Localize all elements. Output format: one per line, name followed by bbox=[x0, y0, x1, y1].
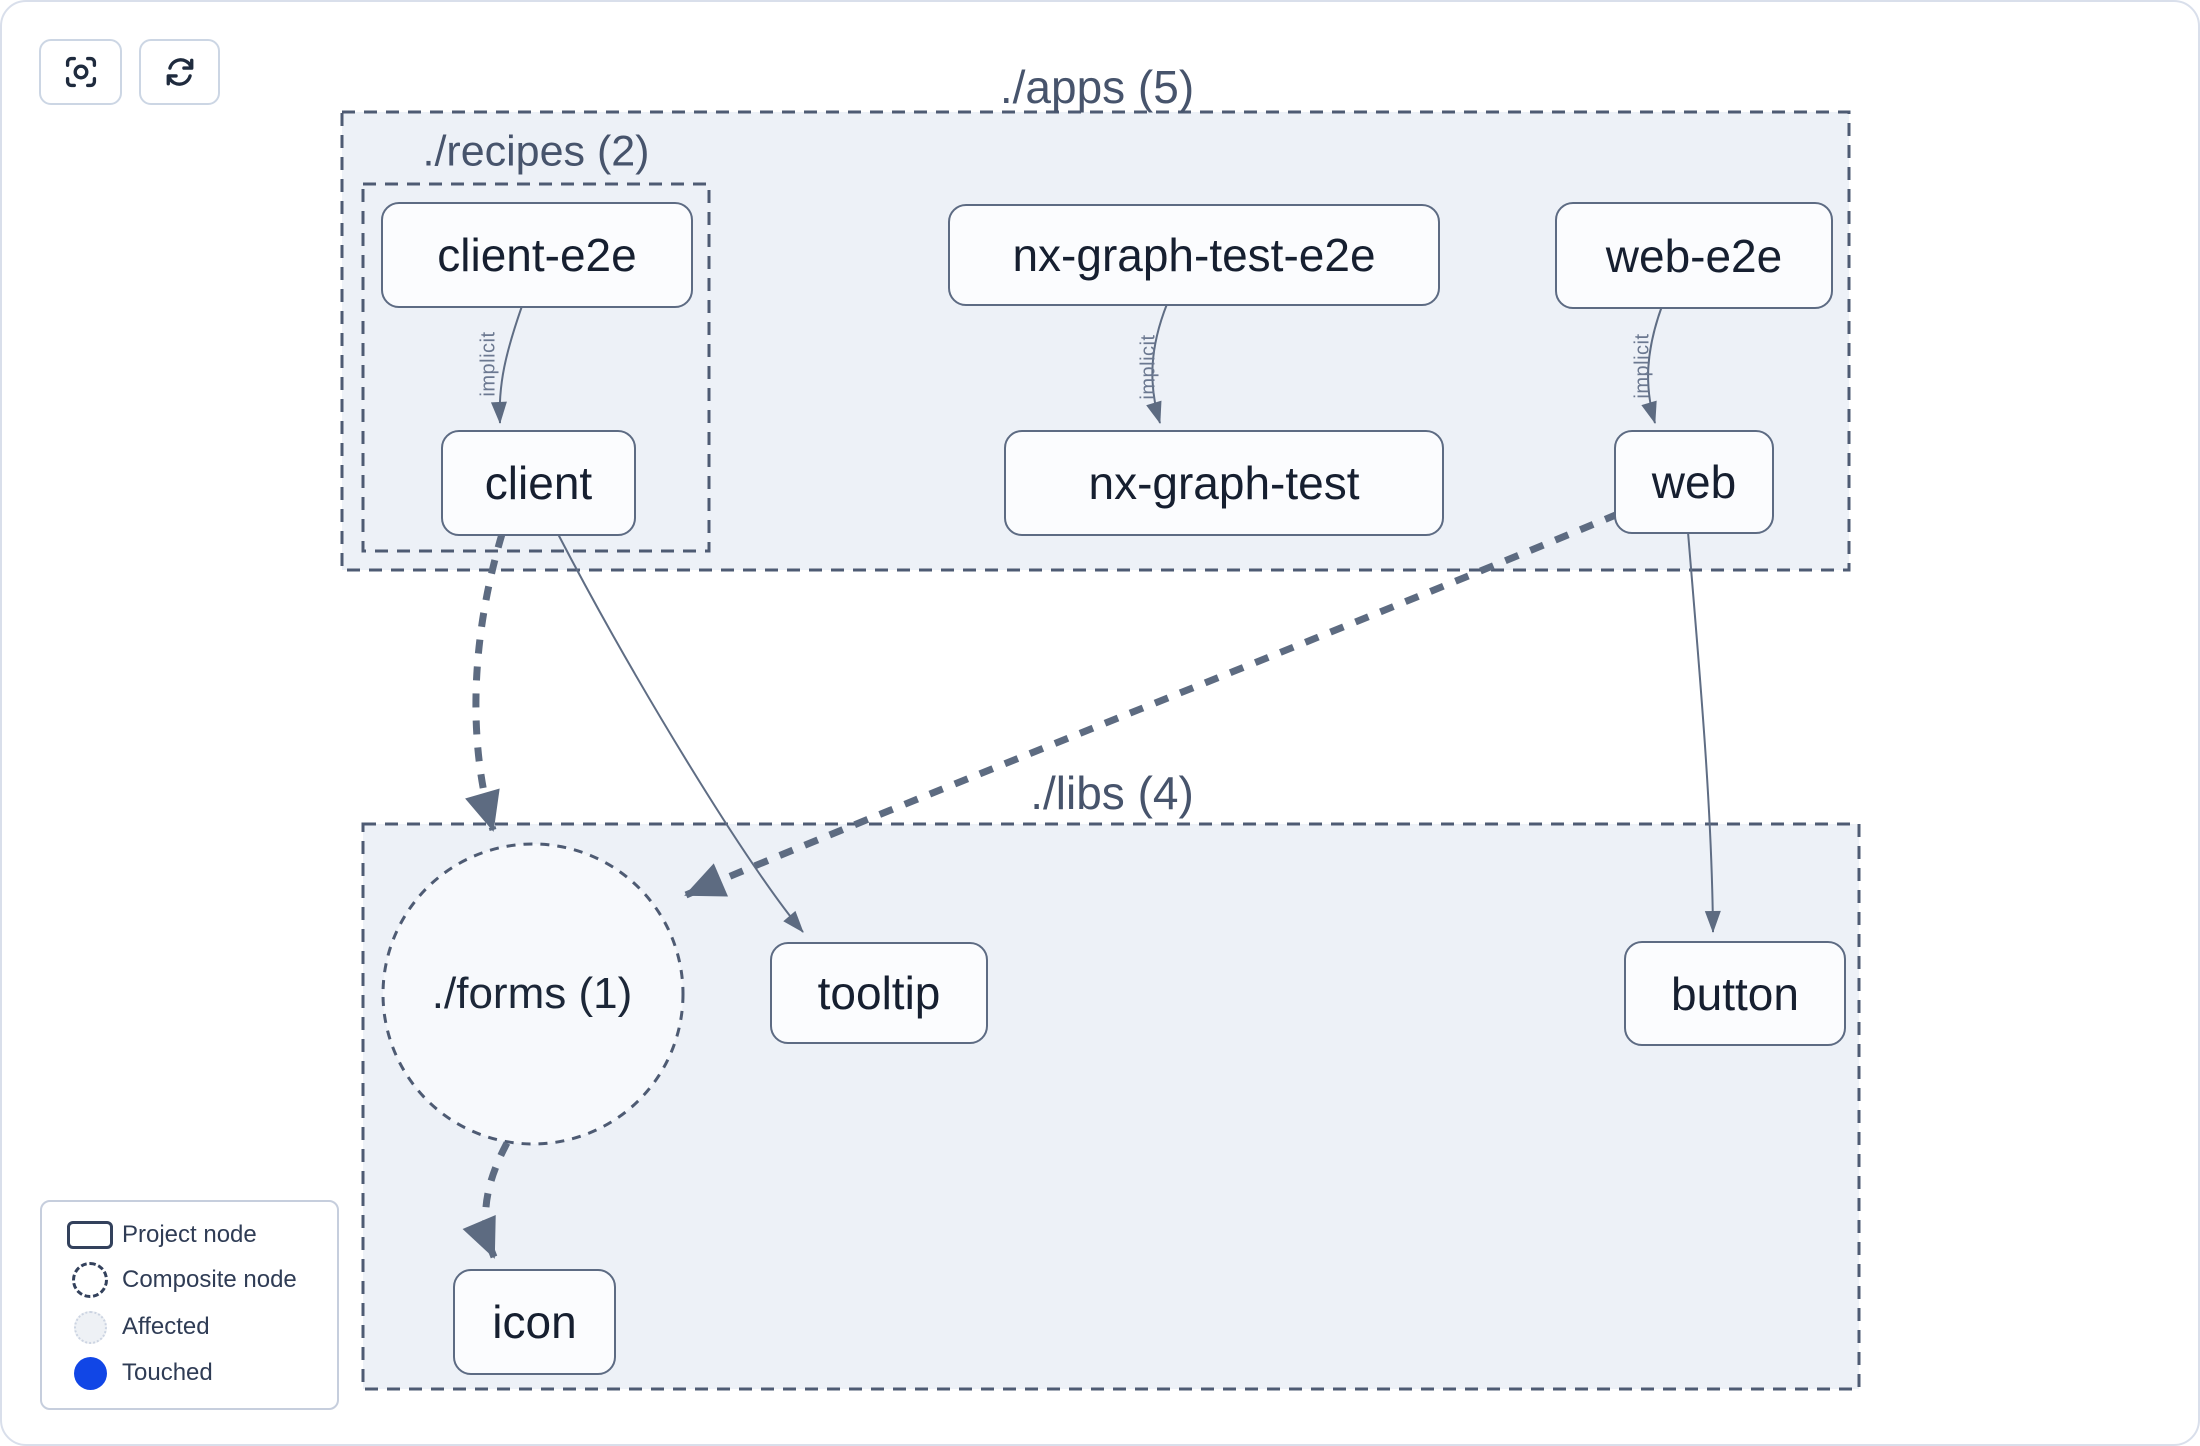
node-web[interactable]: web bbox=[1614, 430, 1774, 534]
edge-web-to-button bbox=[1687, 531, 1721, 933]
legend-label: Composite node bbox=[122, 1265, 297, 1293]
legend-item-affected: Affected bbox=[58, 1310, 321, 1344]
legend-item-project-node: Project node bbox=[58, 1220, 321, 1249]
refresh-icon bbox=[166, 58, 193, 86]
legend-label: Touched bbox=[122, 1359, 213, 1386]
focus-button[interactable] bbox=[39, 39, 122, 105]
project-node-symbol bbox=[67, 1220, 113, 1249]
node-nx-graph-test-e2e[interactable]: nx-graph-test-e2e bbox=[948, 204, 1440, 306]
legend-label: Affected bbox=[122, 1313, 210, 1340]
node-client-e2e[interactable]: client-e2e bbox=[381, 202, 693, 308]
composite-node-label-forms[interactable]: ./forms (1) bbox=[431, 969, 633, 1018]
refresh-button[interactable] bbox=[139, 39, 220, 105]
node-tooltip[interactable]: tooltip bbox=[770, 942, 988, 1044]
edge-forms-to-icon bbox=[462, 1141, 511, 1259]
edge-web-to-forms bbox=[684, 510, 1620, 899]
node-nx-graph-test[interactable]: nx-graph-test bbox=[1004, 430, 1444, 536]
legend: Project node Composite node Affected Tou… bbox=[40, 1200, 339, 1410]
edge-client-to-tooltip bbox=[557, 533, 804, 933]
node-button[interactable]: button bbox=[1624, 941, 1846, 1046]
focus-icon bbox=[65, 56, 96, 88]
composite-node-symbol bbox=[72, 1261, 108, 1298]
legend-item-touched: Touched bbox=[58, 1356, 321, 1390]
node-icon[interactable]: icon bbox=[453, 1269, 616, 1375]
edge-client-to-forms bbox=[465, 533, 506, 832]
touched-symbol bbox=[73, 1356, 107, 1390]
edge-web-e2e-to-web bbox=[1641, 305, 1663, 424]
node-client[interactable]: client bbox=[441, 430, 636, 536]
edge-client-e2e-to-client bbox=[490, 305, 523, 424]
legend-item-composite-node: Composite node bbox=[58, 1261, 321, 1298]
composite-node-forms[interactable] bbox=[381, 842, 685, 1146]
legend-label: Project node bbox=[122, 1220, 257, 1248]
edge-nx-graph-test-e2e-to-nx-graph-test bbox=[1146, 303, 1168, 424]
node-web-e2e[interactable]: web-e2e bbox=[1555, 202, 1833, 309]
affected-symbol bbox=[73, 1310, 107, 1344]
